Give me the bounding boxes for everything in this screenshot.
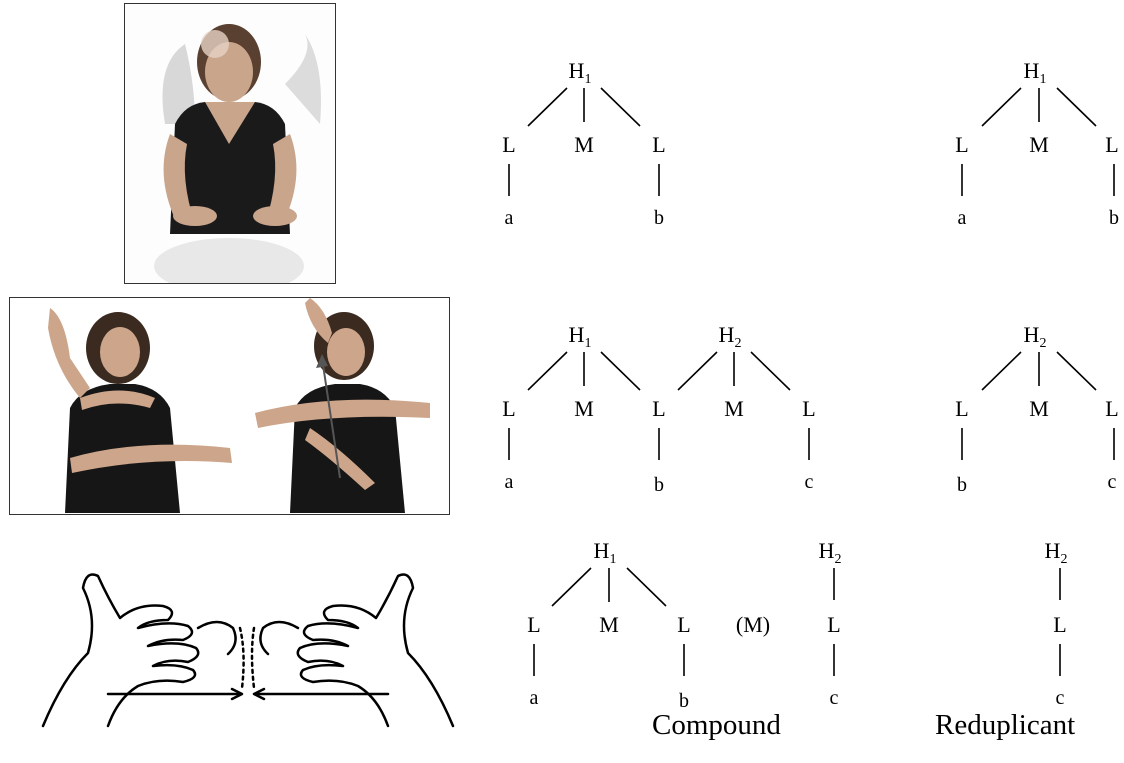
movement-node: M [1029, 396, 1049, 421]
movement-node: M [574, 132, 594, 157]
hold-node-h1: H1 [594, 538, 617, 567]
caption-compound: Compound [652, 709, 781, 742]
leaf-b: b [957, 474, 967, 496]
movement-node: M [599, 612, 619, 637]
optional-movement-node: (M) [736, 612, 770, 637]
leaf-a: a [505, 471, 514, 493]
leaf-b: b [1109, 207, 1119, 229]
location-node: L [827, 612, 840, 637]
hold-node-h1: H1 [1024, 58, 1047, 87]
location-node: L [652, 396, 665, 421]
location-node: L [677, 612, 690, 637]
location-node: L [652, 132, 665, 157]
leaf-b: b [654, 207, 664, 229]
location-node: L [1105, 132, 1118, 157]
leaf-c: c [830, 687, 839, 709]
leaf-b: b [654, 474, 664, 496]
hold-node-h1: H1 [569, 58, 592, 87]
leaf-a: a [505, 207, 514, 229]
caption-reduplicant: Reduplicant [935, 709, 1075, 742]
leaf-a: a [958, 207, 967, 229]
hold-node-h2: H2 [719, 322, 742, 351]
movement-node: M [574, 396, 594, 421]
leaf-a: a [530, 687, 539, 709]
leaf-c: c [1056, 687, 1065, 709]
leaf-c: c [1108, 471, 1117, 493]
location-node: L [802, 396, 815, 421]
location-node: L [527, 612, 540, 637]
hold-node-h2: H2 [1045, 538, 1068, 567]
location-node: L [502, 396, 515, 421]
movement-node: M [724, 396, 744, 421]
location-node: L [502, 132, 515, 157]
movement-node: M [1029, 132, 1049, 157]
hold-node-h2: H2 [819, 538, 842, 567]
location-node: L [955, 396, 968, 421]
location-node: L [955, 132, 968, 157]
leaf-c: c [805, 471, 814, 493]
location-node: L [1053, 612, 1066, 637]
hold-node-h1: H1 [569, 322, 592, 351]
hold-node-h2: H2 [1024, 322, 1047, 351]
location-node: L [1105, 396, 1118, 421]
